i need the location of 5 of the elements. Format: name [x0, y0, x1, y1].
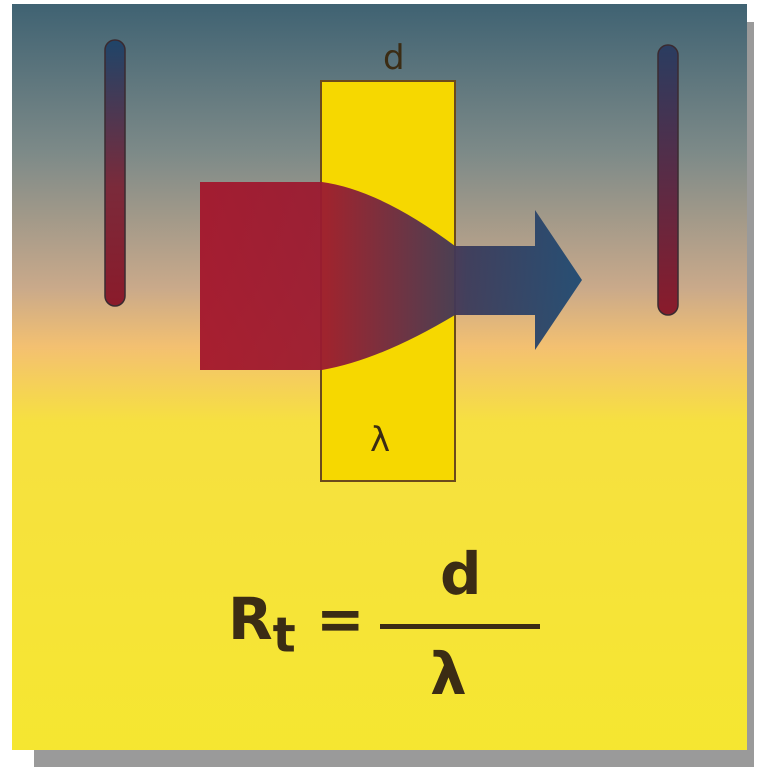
formula-lhs: R$_{t}$ = — [228, 585, 365, 664]
formula-numerator: d — [440, 540, 482, 608]
conductivity-label: λ — [370, 420, 390, 460]
thickness-label: d — [383, 38, 405, 78]
formula-denominator: λ — [430, 640, 467, 708]
